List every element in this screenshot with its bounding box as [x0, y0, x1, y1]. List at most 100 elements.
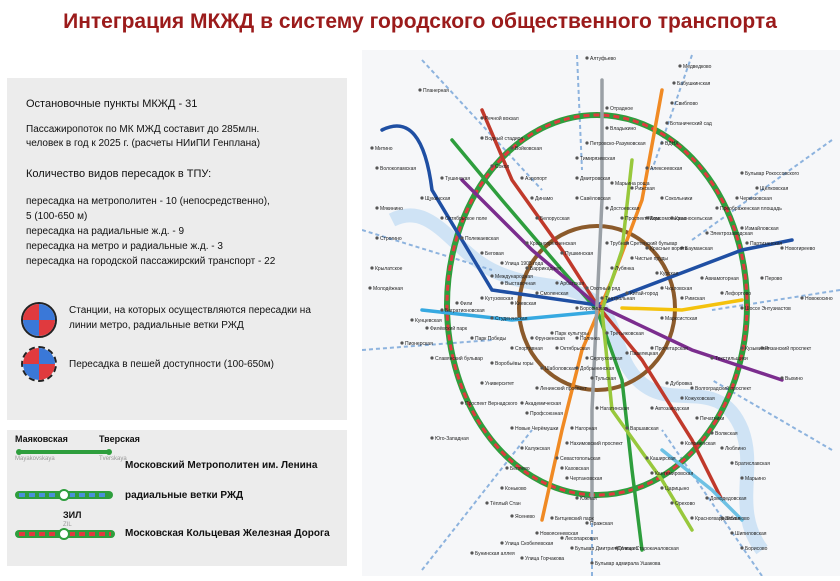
station-label-park_kultury: Парк культуры	[555, 331, 589, 337]
station-dot-rechnoy	[480, 116, 484, 120]
station-dot-polezhaevskaya	[460, 236, 464, 240]
direct-transfer-symbol-icon	[21, 302, 57, 338]
station-dot-vernadskogo	[460, 401, 464, 405]
station-dot-lubyanka	[610, 266, 614, 270]
station-dot-borisovo	[740, 546, 744, 550]
station-label-polyanka: Полянка	[580, 336, 600, 342]
station-dot-kozhukhovskaya	[680, 396, 684, 400]
station-dot-zyablikovo	[720, 516, 724, 520]
transfer-metro: пересадка на метрополитен - 10 (непосред…	[26, 196, 270, 207]
station-label-volgogradsky: Волгоградский проспект	[695, 385, 752, 392]
station-label-nagatinskaya: Нагатинская	[600, 406, 629, 412]
station-label-kaluzhskaya: Калужская	[525, 446, 550, 452]
station-label-volzhskaya: Волжская	[715, 431, 738, 437]
station-label-novogireevo: Новогиреево	[785, 246, 815, 252]
station-label-chistye_prudy: Чистые пруды	[635, 256, 668, 262]
station-dot-krasnye_vorota	[645, 246, 649, 250]
station-dot-kievskaya	[510, 301, 514, 305]
station-label-babushkinskaya: Бабушкинская	[677, 81, 711, 87]
station-dot-mezhdunarodnaya	[490, 274, 494, 278]
station-label-kuzminki: Кузьминки	[745, 346, 769, 352]
station-dot-krasnogvardeyskaya	[690, 516, 694, 520]
station-label-ulitsa_starokachalovskaya: Улица Старокачаловская	[620, 546, 679, 552]
station-label-yuzhnaya: Южная	[580, 496, 597, 502]
station-label-varshavskaya: Варшавская	[630, 426, 659, 432]
station-label-studencheskaya: Студенческая	[495, 316, 528, 322]
station-label-savyolovskaya: Савёловская	[580, 196, 611, 202]
station-label-vdnkh: ВДНХ	[665, 141, 679, 147]
station-label-bulvar_admirala: Бульвар адмирала Ушакова	[595, 561, 661, 567]
station-label-akademicheskaya: Академическая	[525, 401, 561, 407]
station-dot-vodny	[480, 136, 484, 140]
station-dot-kitay_gorod	[625, 291, 629, 295]
station-dot-volgogradsky	[690, 386, 694, 390]
station-dot-tushinskaya	[440, 176, 444, 180]
station-dot-borovitskaya	[575, 306, 579, 310]
station-label-filyovsky: Филёвский парк	[430, 325, 468, 332]
station-dot-kantemirovskaya	[650, 471, 654, 475]
passenger-flow-line2: человек в год к 2025 г. (расчеты НИиПИ Г…	[26, 138, 261, 149]
station-dot-krylatskoye	[370, 266, 374, 270]
station-dot-timiryazevskaya	[575, 156, 579, 160]
station-dot-sportivnaya	[510, 346, 514, 350]
station-dot-bitsevsky	[550, 516, 554, 520]
station-dot-ulitsa_podbelskogo	[740, 171, 744, 175]
station-label-zyablikovo: Зябликово	[725, 516, 750, 522]
station-dot-sretensky	[625, 241, 629, 245]
station-dot-medvedkovo	[678, 64, 682, 68]
station-label-dmitrovskaya: Дмитровская	[580, 176, 611, 182]
station-dot-botanichesky	[665, 121, 669, 125]
station-label-shipilovskaya: Шипиловская	[735, 531, 767, 537]
station-dot-sevastopolskaya	[555, 456, 559, 460]
station-label-planernaya: Планерная	[423, 88, 449, 94]
station-dot-myakinino	[375, 206, 379, 210]
station-dot-dinamo	[530, 196, 534, 200]
station-label-arbatskaya: Арбатская	[560, 281, 584, 287]
station-label-bitsevsky: Битцевский парк	[555, 515, 594, 522]
station-label-proletarskaya: Пролетарская	[655, 346, 688, 352]
station-dot-rimskaya	[680, 296, 684, 300]
line-lyublinskaya	[600, 158, 694, 532]
station-label-vladykino: Владыкино	[610, 126, 636, 132]
station-label-rechnoy: Речной вокзал	[485, 115, 519, 122]
station-label-volokolamskaya: Волоколамская	[380, 166, 416, 172]
station-label-noviye_cheryomushki: Новые Черёмушки	[515, 426, 559, 432]
station-label-petrovsko: Петровско-Разумовская	[590, 141, 646, 147]
station-dot-park_kultury	[550, 331, 554, 335]
station-dot-baumanskaya	[680, 246, 684, 250]
station-label-krasnye_vorota: Красные ворота	[650, 246, 688, 252]
station-dot-tretyakovskaya	[605, 331, 609, 335]
station-dot-aviamotornaya	[700, 276, 704, 280]
station-label-oktyabrskaya: Октябрьская	[560, 346, 590, 352]
station-label-lubyanka: Лубянка	[615, 266, 634, 272]
station-dot-preobrazhenskaya	[715, 206, 719, 210]
station-label-dobryninskaya: Добрынинская	[580, 366, 614, 372]
station-label-lyublino: Люблино	[725, 446, 746, 452]
legend-rail-label: радиальные ветки РЖД	[125, 490, 244, 501]
legend-zil-station: ЗИЛ	[63, 510, 82, 520]
station-label-rimskaya: Римская	[685, 296, 705, 302]
station-dot-kolomenskaya	[680, 441, 684, 445]
station-dot-yasenevo	[510, 514, 514, 518]
station-dot-bulvar_admirala	[590, 561, 594, 565]
legend-mkzd-stop	[58, 528, 70, 540]
station-dot-kuntsevskaya	[410, 318, 414, 322]
station-dot-bratislavskaya	[730, 461, 734, 465]
station-dot-babushkinskaya	[672, 81, 676, 85]
station-label-myakinino: Мякинино	[380, 206, 403, 212]
station-label-shabolovskaya: Шаболовская	[545, 366, 577, 372]
station-dot-savyolovskaya	[575, 196, 579, 200]
station-label-prazhskaya: Пражская	[590, 521, 613, 527]
info-panel: Остановочные пункты МКЖД - 31 Пассажироп…	[7, 78, 347, 420]
station-label-barrikadnaya: Баррикадная	[530, 266, 561, 272]
station-label-schelkovskaya: Щёлковская	[760, 186, 789, 192]
station-label-novokosino: Новокосино	[805, 296, 833, 302]
station-dot-krasnopresnenskaya	[525, 241, 529, 245]
legend-station-2-en: Tverskaya	[99, 456, 127, 462]
station-label-dinamo: Динамо	[535, 196, 553, 202]
station-label-medvedkovo: Медведково	[683, 64, 712, 70]
line-kalininskaya	[620, 298, 744, 312]
station-label-borovitskaya: Боровицкая	[580, 306, 608, 312]
station-dot-tekstilshchiki	[710, 356, 714, 360]
station-dot-leninsky	[535, 386, 539, 390]
